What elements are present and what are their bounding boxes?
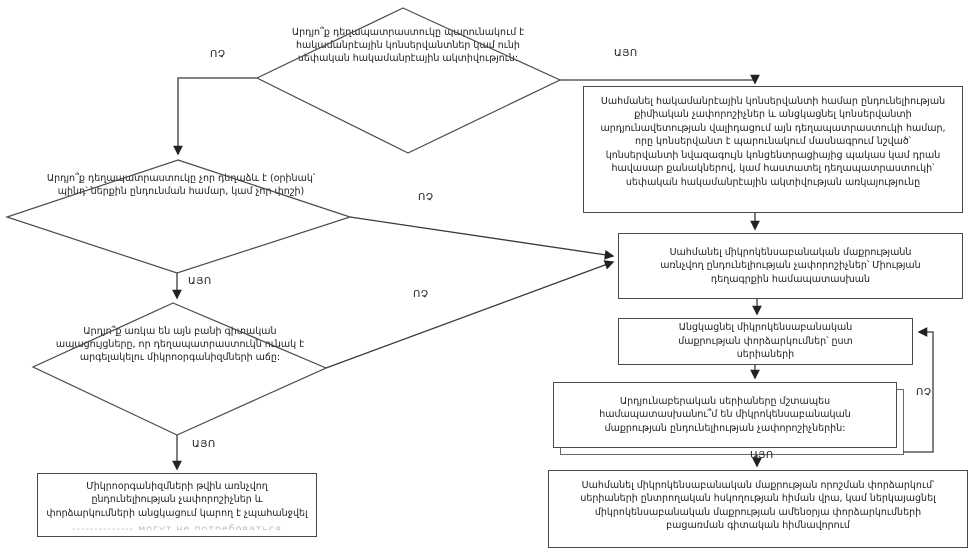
process-purity-criteria-text: Սահմանել միկրոկենսաբանական մաքրությանն ա… [660,246,921,285]
process-criteria-not-required-text: Միկրոօրգանիզմների թվին առնչվող ընդունելի… [46,481,308,519]
decision-scientific-evidence: Արդյո՞ք առկա են այն բանի գիտական ապացույ… [55,326,305,364]
connector-no-to-dry-form [173,77,257,156]
process-skip-or-justify: Սահմանել միկրոկենսաբանական մաքրության որ… [548,470,968,548]
edge-label-no-1: ՈՉ [210,49,226,60]
connector-evidence-no-to-purity-criteria [325,260,615,369]
process-skip-or-justify-text: Սահմանել միկրոկենսաբանական մաքրության որ… [580,480,936,532]
decision-dry-form: Արդյո՞ք դեղապատրաստուկը չոր դեղաձև է (օր… [46,173,316,198]
process-batches-conform-question-text: Արդյունաբերական սերիաները մշտապես համապա… [599,395,851,434]
process-criteria-not-required: Միկրոօրգանիզմների թվին առնչվող ընդունելի… [37,473,317,537]
process-preservative-criteria: Սահմանել հակամանրէային կոնսերվանտի համար… [583,86,963,213]
process-batch-tests-text: Անցկացնել միկրոկենսաբանական մաքրության փ… [678,322,853,361]
decision-diamond-scientific-evidence [31,302,328,436]
process-batches-conform-question: Արդյունաբերական սերիաները մշտապես համապա… [553,382,897,448]
edge-label-yes-3: ԱՅՈ [192,439,216,450]
edge-label-no-2: ՈՉ [418,192,434,203]
edge-label-yes-2: ԱՅՈ [188,276,212,287]
process-batch-tests: Անցկացնել միկրոկենսաբանական մաքրության փ… [618,318,913,365]
process-criteria-not-required-faded-note: -------------- могут не потребоваться [72,524,282,530]
edge-label-yes-1: ԱՅՈ [614,48,638,59]
edge-label-yes-4: ԱՅՈ [750,450,774,461]
connector-yes-to-preservative-criteria [560,74,760,85]
edge-label-no-3: ՈՉ [413,289,429,300]
process-preservative-criteria-text: Սահմանել հակամանրէային կոնսերվանտի համար… [600,96,946,188]
edge-label-no-4: ՈՉ [916,387,932,398]
connector-dry-form-no-to-purity-criteria [349,216,615,260]
decision-preservative: Արդյո՞ք դեղապատրաստուկը պարունակում է հա… [291,27,525,65]
process-purity-criteria: Սահմանել միկրոկենսաբանական մաքրությանն ա… [618,233,963,299]
